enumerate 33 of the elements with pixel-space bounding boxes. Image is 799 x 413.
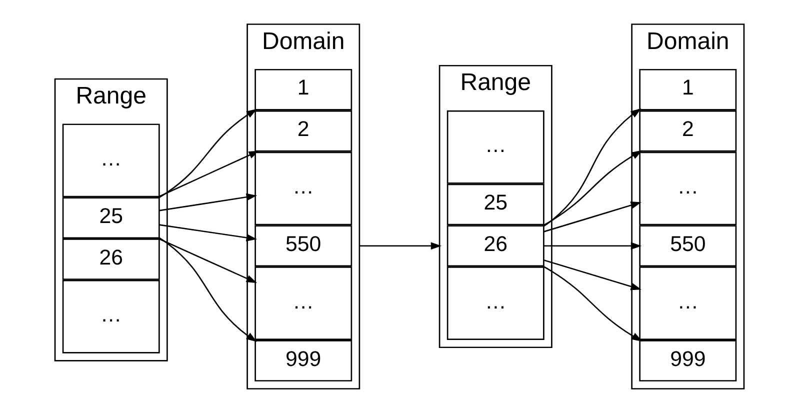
- arrow: [544, 108, 642, 227]
- arrow: [158, 108, 258, 198]
- node-box: 26: [446, 225, 544, 267]
- node-box: …: [254, 266, 352, 340]
- node-box: …: [62, 280, 160, 354]
- node-box: 550: [254, 225, 352, 267]
- arrow: [544, 202, 642, 232]
- node-box: 2: [639, 110, 737, 152]
- arrow: [158, 237, 257, 342]
- arrow: [156, 150, 260, 198]
- node-box: 25: [446, 184, 544, 226]
- node-box: 2: [254, 110, 352, 152]
- node-box: 26: [62, 238, 160, 280]
- arrow: [156, 237, 258, 284]
- arrow: [159, 224, 258, 242]
- node-box: 1: [254, 68, 352, 110]
- node-box: 999: [254, 340, 352, 382]
- node-box: …: [62, 124, 160, 198]
- node-box: …: [446, 110, 544, 184]
- arrow: [544, 242, 642, 250]
- arrow: [544, 259, 642, 290]
- node-box: …: [639, 152, 737, 226]
- arrow: [159, 193, 258, 212]
- arrow: [542, 266, 642, 342]
- node-box: …: [446, 266, 544, 340]
- node-box: …: [639, 266, 737, 340]
- node-box: …: [254, 152, 352, 226]
- node-box: 550: [639, 225, 737, 267]
- node-box: 1: [639, 68, 737, 110]
- arrow: [359, 242, 442, 250]
- arrow: [542, 150, 642, 226]
- node-box: 25: [62, 197, 160, 239]
- node-box: 999: [639, 340, 737, 382]
